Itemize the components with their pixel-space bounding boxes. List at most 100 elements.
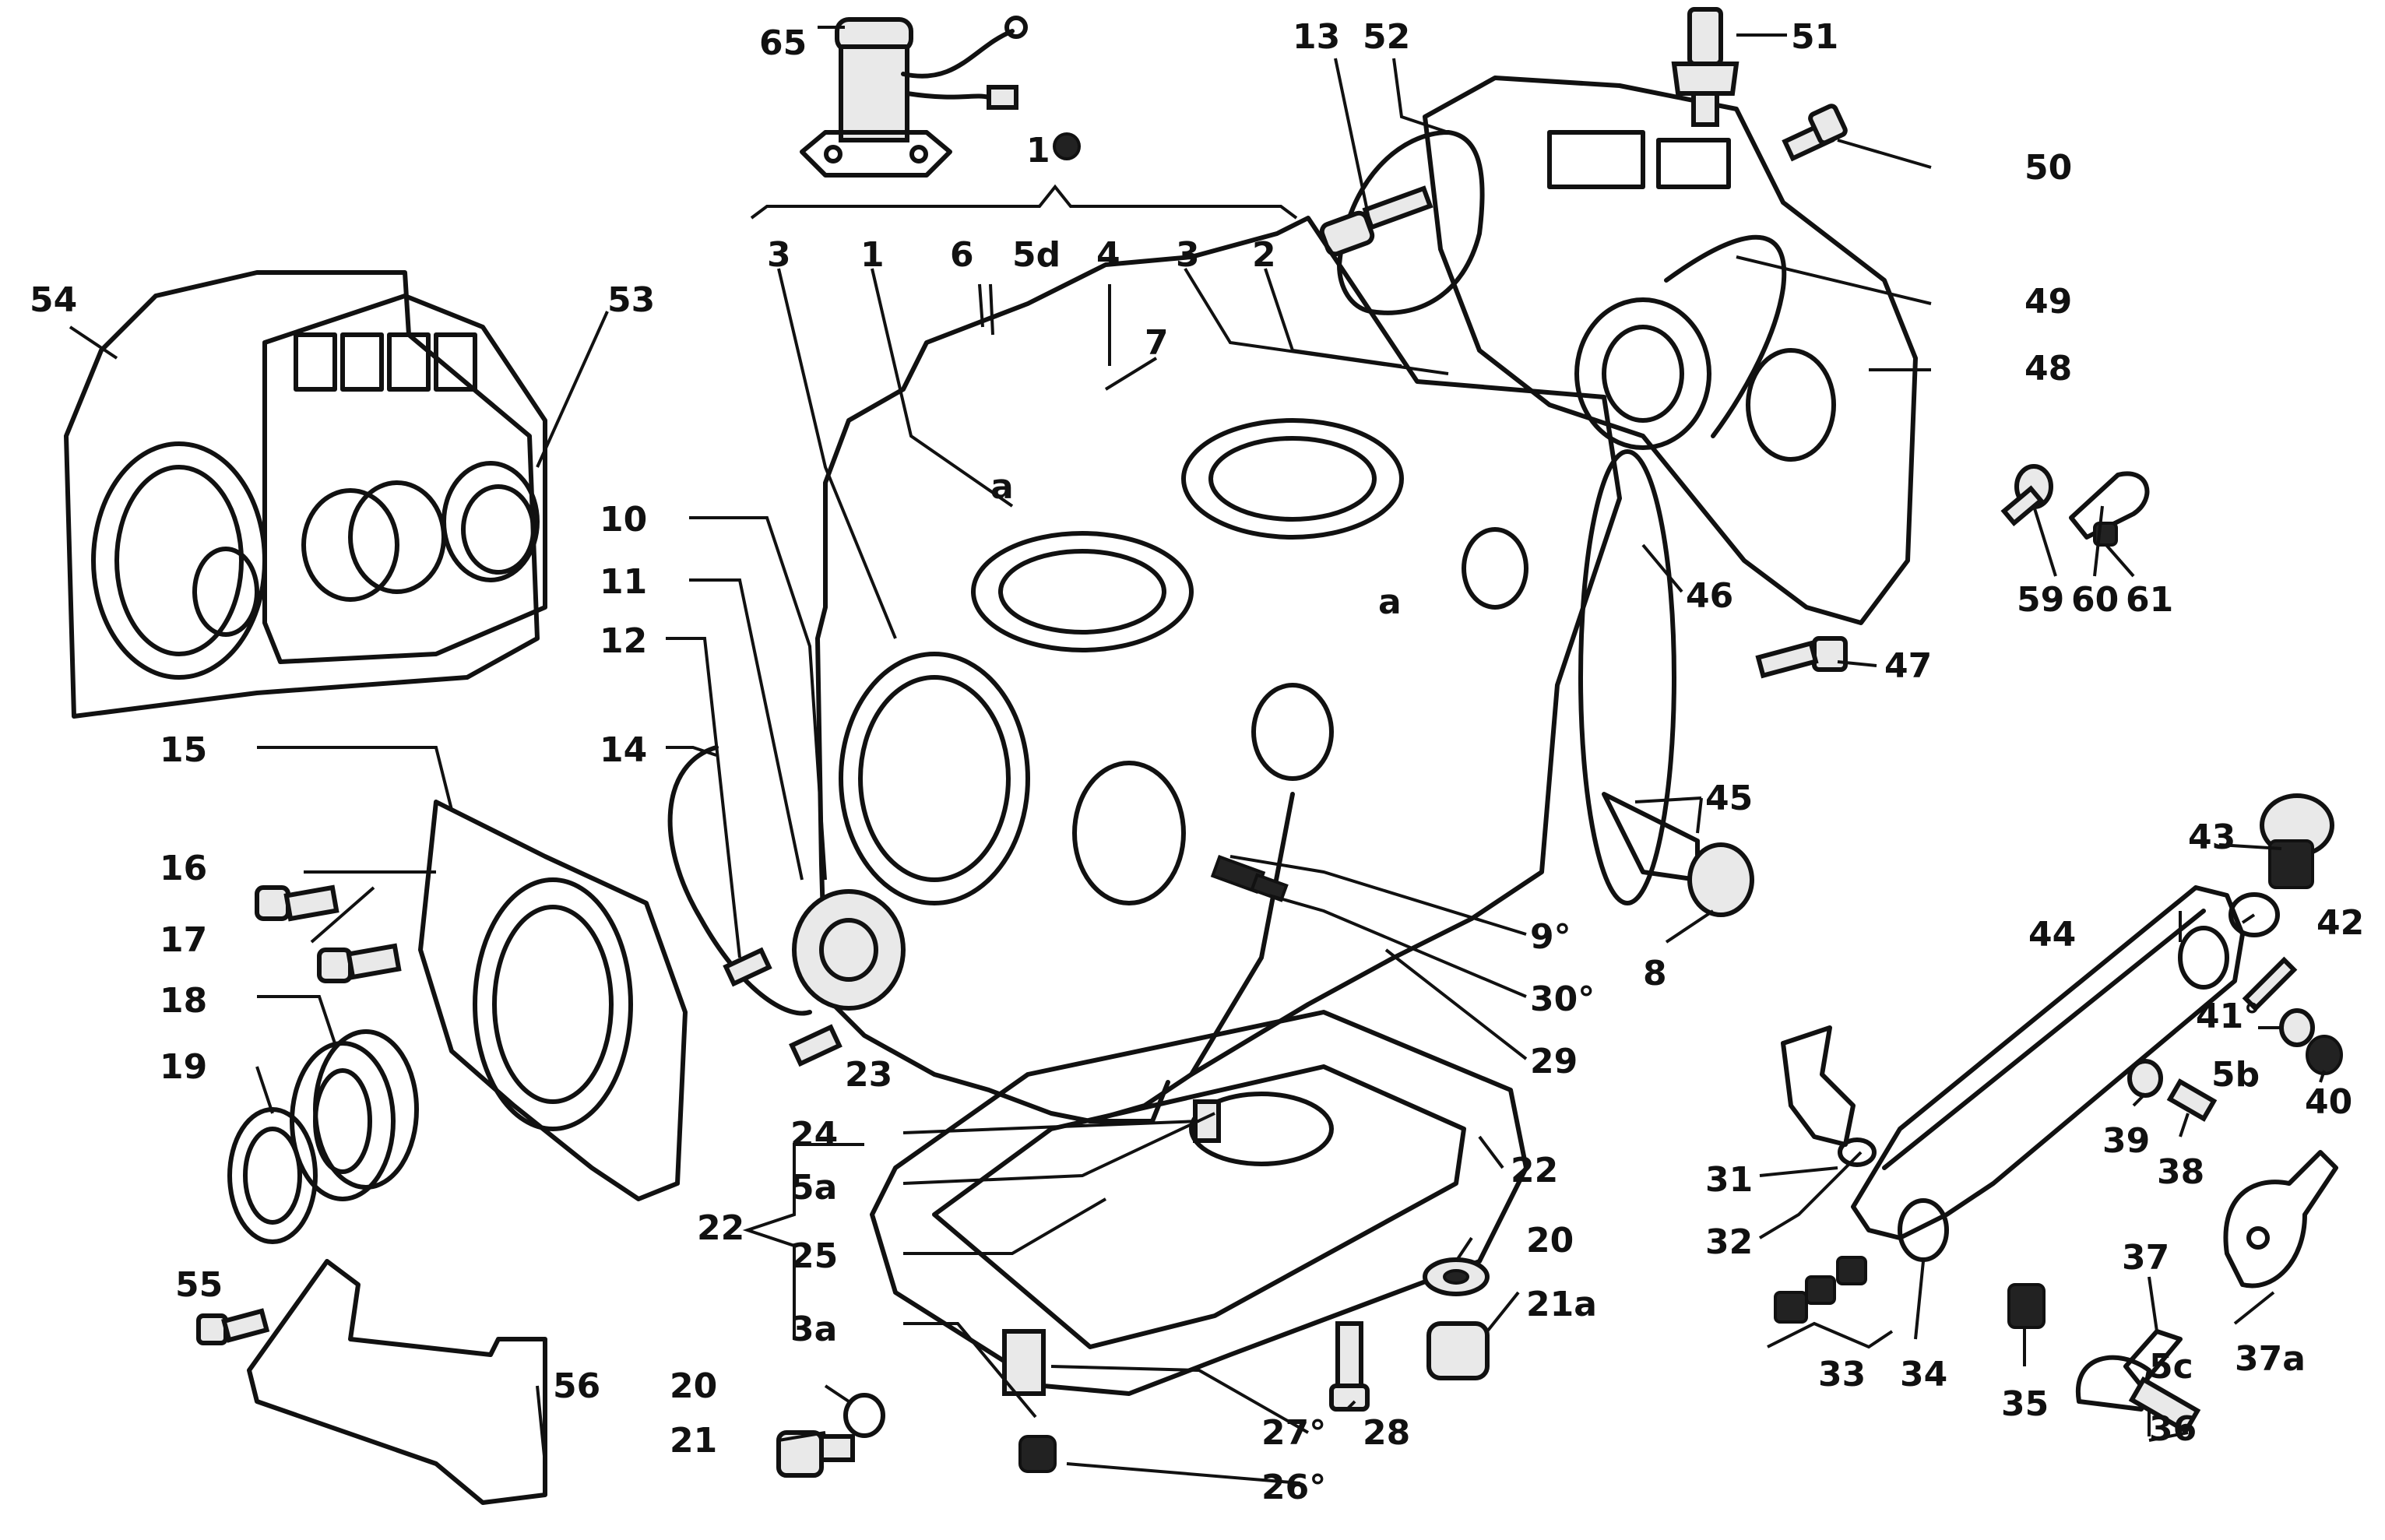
label-14: 14 [600,730,647,770]
part-44-rocker-rail [1851,885,2245,1262]
label-1-crankcase: 1 [860,235,885,275]
label-1-marker: 1 [1026,131,1050,171]
label-21a: 21a [1526,1285,1597,1324]
label-52: 52 [1363,17,1410,57]
leader-lines [69,26,2326,1485]
label-26: 26° [1261,1468,1326,1507]
label-36: 36 [2149,1409,2197,1449]
label-8: 8 [1643,954,1667,993]
label-28: 28 [1363,1413,1410,1453]
part-32-washer [1838,1137,1877,1167]
part-37-lever [2075,1329,2201,1435]
label-17: 17 [160,920,207,960]
label-10: 10 [600,500,647,540]
part-8-cap [1687,842,1754,917]
part-54-gasket-set [64,270,540,719]
part-39-washer [2127,1059,2163,1098]
part-28-bolt [1329,1321,1370,1412]
label-12: 12 [600,621,647,661]
part-50-bolt [1782,104,1848,162]
label-34: 34 [1900,1355,1947,1394]
label-41: 41° [2196,997,2260,1036]
part-47-bolt [1755,636,1848,679]
part-52-cover [1319,130,1485,315]
label-29: 29 [1530,1042,1578,1081]
part-23-bolt [789,1024,842,1067]
label-20-left: 20 [670,1366,717,1406]
label-27: 27° [1261,1413,1326,1453]
label-47: 47 [1884,646,1932,686]
part-30-nut [1250,873,1289,902]
part-53-gasket-sheet [262,294,547,664]
label-35: 35 [2001,1384,2049,1424]
part-46-seal [1578,449,1676,905]
part-16-bolt [255,884,339,922]
label-40: 40 [2305,1082,2352,1122]
group-bracket-1 [750,184,1298,220]
label-55: 55 [175,1265,223,1305]
part-59-bolt [2000,464,2053,527]
label-38: 38 [2157,1152,2204,1192]
label-4: 4 [1096,235,1120,275]
part-56-bracket [247,1259,547,1505]
part-21a-plug [1426,1321,1490,1380]
part-48-timing-cover [1423,76,1918,625]
label-18: 18 [160,981,207,1021]
part-35-spring [2007,1283,2046,1329]
label-50: 50 [2024,148,2072,188]
part-42-washer [2228,892,2280,937]
part-41-stud [2242,956,2298,1012]
label-44: 44 [2028,915,2076,955]
label-53: 53 [607,280,655,320]
part-19-seal [227,1107,318,1244]
part-14-o-ring [667,745,812,1016]
part-1-marker-dot [1053,132,1081,160]
label-65: 65 [759,23,807,63]
part-15-bearing-flange [418,800,688,1201]
label-a-top: a [990,467,1014,507]
label-5c: 5c [2149,1347,2193,1387]
label-22-right: 22 [1511,1151,1558,1190]
part-60-clamp [2069,471,2150,540]
label-45: 45 [1705,779,1753,818]
part-11-oil-pump [792,889,906,1011]
label-56: 56 [553,1366,600,1406]
part-31-lever [1781,1025,1856,1147]
label-2: 2 [1252,235,1276,275]
part-1-crankcase [815,216,1622,1123]
label-a-mid: a [1378,582,1402,622]
label-42: 42 [2316,903,2364,943]
label-54: 54 [30,280,77,320]
label-31: 31 [1705,1160,1753,1200]
part-12-bolt [723,947,772,987]
label-15: 15 [160,730,207,770]
label-3-left: 3 [767,235,791,275]
label-5b: 5b [2211,1055,2260,1095]
label-48: 48 [2024,349,2072,389]
part-26-plug [1018,1435,1057,1473]
label-24: 24 [790,1115,838,1155]
label-5a: 5a [790,1168,837,1208]
label-37a: 37a [2235,1339,2306,1379]
label-6: 6 [950,235,974,275]
label-19: 19 [160,1047,207,1087]
label-37: 37 [2122,1238,2169,1278]
label-3-right: 3 [1176,235,1200,275]
label-51: 51 [1791,17,1838,57]
label-22-left: 22 [697,1208,744,1248]
callout-labels: 65 1 13 52 51 50 49 48 54 53 3 1 6 5d 4 … [30,17,2364,1507]
label-13: 13 [1293,17,1340,57]
part-65-pressure-switch [800,16,1028,178]
label-32: 32 [1705,1222,1753,1262]
part-33-bolt-set [1767,1256,1894,1349]
part-18-bearing [290,1029,419,1201]
label-61: 61 [2126,580,2173,620]
label-49: 49 [2024,282,2072,322]
part-5b-washer [2279,1008,2315,1047]
part-20-washer-right [1423,1257,1490,1296]
label-7: 7 [1145,323,1169,363]
part-37a-lever [2223,1150,2338,1289]
part-20-washer-left [843,1393,885,1438]
label-25: 25 [790,1236,838,1276]
label-20-right: 20 [1526,1221,1574,1260]
